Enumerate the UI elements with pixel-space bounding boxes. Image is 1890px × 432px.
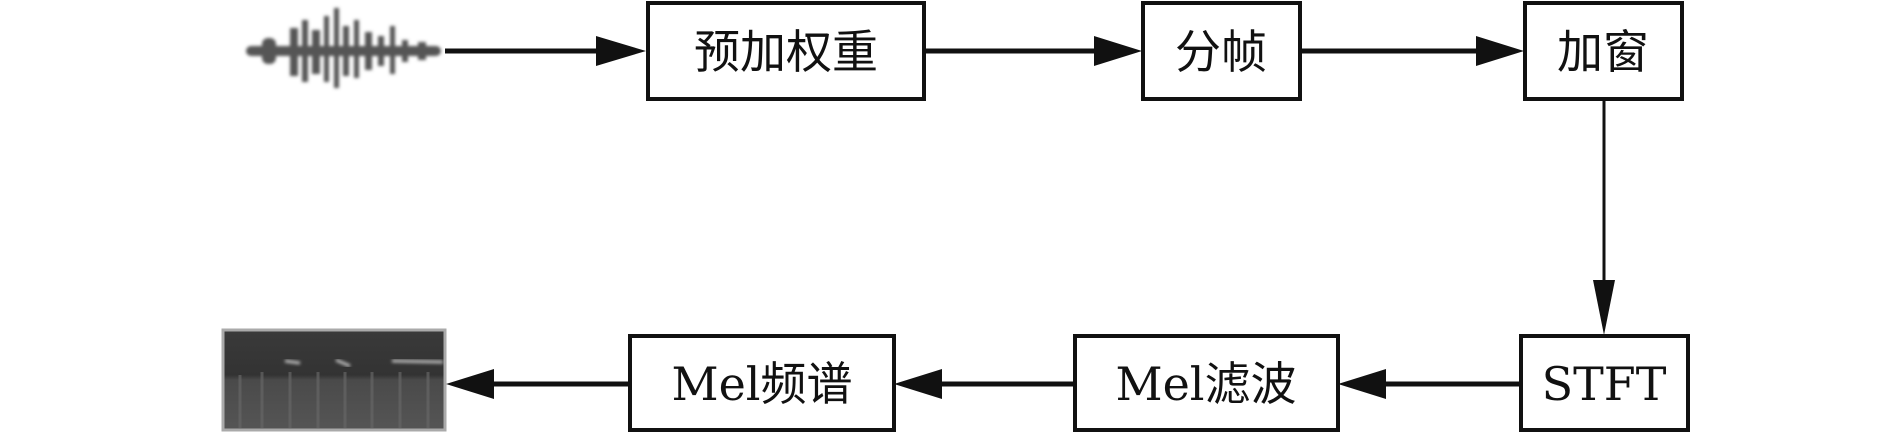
step-label: Mel频谱	[671, 357, 852, 411]
arrow-waveform-to-preemphasis	[445, 36, 646, 66]
arrow-preemphasis-to-framing	[924, 36, 1142, 66]
audio-waveform-icon	[246, 8, 441, 88]
step-label: 分帧	[1175, 25, 1267, 79]
step-windowing: 加窗	[1523, 1, 1684, 101]
step-framing: 分帧	[1141, 1, 1302, 101]
step-label: STFT	[1542, 357, 1667, 411]
step-label: 预加权重	[694, 25, 878, 79]
step-label: 加窗	[1557, 25, 1649, 79]
step-preemphasis: 预加权重	[646, 1, 926, 101]
arrow-mel-spectrum-to-spectrogram	[446, 369, 629, 399]
spectrogram-image	[221, 328, 447, 432]
arrow-framing-to-windowing	[1300, 36, 1524, 66]
arrow-windowing-to-stft	[1593, 100, 1615, 335]
step-mel-spectrum: Mel频谱	[628, 334, 896, 432]
arrow-stft-to-mel-filter	[1338, 369, 1520, 399]
arrow-mel-filter-to-mel-spectrum	[894, 369, 1074, 399]
step-stft: STFT	[1519, 334, 1690, 432]
step-label: Mel滤波	[1115, 357, 1296, 411]
step-mel-filter: Mel滤波	[1073, 334, 1340, 432]
